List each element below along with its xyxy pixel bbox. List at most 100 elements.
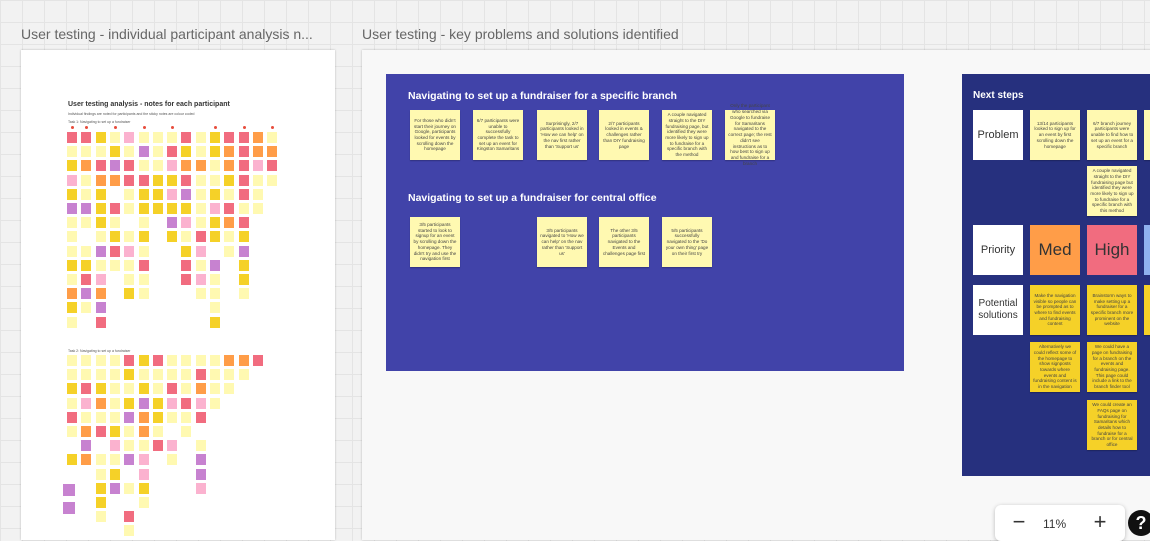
participant-sticky[interactable] — [124, 146, 135, 158]
participant-sticky[interactable] — [181, 245, 192, 257]
participant-sticky[interactable] — [252, 132, 263, 143]
participant-sticky[interactable] — [238, 245, 249, 257]
participant-sticky[interactable] — [138, 231, 149, 243]
participant-sticky[interactable] — [152, 203, 163, 214]
participant-sticky[interactable] — [138, 454, 149, 466]
participant-sticky[interactable] — [95, 397, 106, 409]
participant-sticky[interactable] — [152, 383, 163, 395]
participant-sticky[interactable] — [224, 231, 235, 243]
participant-sticky[interactable] — [124, 397, 135, 409]
participant-sticky[interactable] — [152, 174, 163, 186]
participant-sticky[interactable] — [95, 188, 106, 200]
participant-sticky[interactable] — [63, 502, 75, 514]
participant-sticky[interactable] — [95, 231, 106, 243]
participant-sticky[interactable] — [195, 440, 206, 452]
participant-sticky[interactable] — [152, 426, 163, 437]
participant-sticky[interactable] — [167, 174, 178, 186]
participant-analysis-frame[interactable]: User testing analysis - notes for each p… — [21, 50, 335, 540]
participant-sticky[interactable] — [109, 454, 120, 466]
central-note-2[interactable]: 3/5 participants navigated to 'How we ca… — [537, 217, 587, 267]
participant-sticky[interactable] — [138, 288, 149, 300]
priority-note-partial[interactable] — [1144, 225, 1150, 275]
participant-sticky[interactable] — [152, 160, 163, 172]
participant-sticky[interactable] — [67, 160, 77, 172]
participant-sticky[interactable] — [181, 274, 192, 285]
participant-sticky[interactable] — [181, 426, 192, 437]
participant-sticky[interactable] — [210, 132, 220, 143]
participant-sticky[interactable] — [210, 174, 220, 186]
participant-sticky[interactable] — [195, 397, 206, 409]
participant-sticky[interactable] — [95, 511, 106, 523]
participant-sticky[interactable] — [252, 146, 263, 158]
participant-sticky[interactable] — [95, 259, 106, 271]
participant-sticky[interactable] — [95, 288, 106, 300]
branch-note-4[interactable]: 2/7 participants looked in events & chal… — [599, 110, 649, 160]
participant-sticky[interactable] — [224, 383, 235, 395]
participant-sticky[interactable] — [67, 426, 77, 437]
participant-sticky[interactable] — [138, 426, 149, 437]
participant-sticky[interactable] — [210, 146, 220, 158]
participant-sticky[interactable] — [210, 188, 220, 200]
participant-sticky[interactable] — [195, 188, 206, 200]
help-icon[interactable]: ? — [1128, 510, 1150, 536]
participant-sticky[interactable] — [109, 259, 120, 271]
priority-high-note[interactable]: High — [1087, 225, 1137, 275]
participant-sticky[interactable] — [67, 274, 77, 285]
participant-sticky[interactable] — [124, 188, 135, 200]
participant-sticky[interactable] — [238, 160, 249, 172]
participant-sticky[interactable] — [224, 160, 235, 172]
problem-note-2[interactable]: 6/7 branch journey participants were una… — [1087, 110, 1137, 160]
participant-sticky[interactable] — [181, 369, 192, 381]
participant-sticky[interactable] — [95, 426, 106, 437]
participant-sticky[interactable] — [67, 411, 77, 423]
participant-sticky[interactable] — [81, 174, 92, 186]
branch-note-2[interactable]: 6/7 participants were unable to successf… — [473, 110, 523, 160]
participant-sticky[interactable] — [195, 245, 206, 257]
participant-sticky[interactable] — [81, 426, 92, 437]
participant-sticky[interactable] — [181, 174, 192, 186]
participant-sticky[interactable] — [181, 146, 192, 158]
participant-sticky[interactable] — [152, 411, 163, 423]
participant-sticky[interactable] — [167, 188, 178, 200]
branch-note-1[interactable]: For those who didn't start their journey… — [410, 110, 460, 160]
participant-sticky[interactable] — [167, 146, 178, 158]
zoom-level[interactable]: 11% — [1043, 517, 1067, 531]
participant-sticky[interactable] — [138, 188, 149, 200]
participant-sticky[interactable] — [138, 146, 149, 158]
participant-sticky[interactable] — [238, 274, 249, 285]
participant-sticky[interactable] — [95, 302, 106, 314]
participant-sticky[interactable] — [124, 174, 135, 186]
participant-sticky[interactable] — [181, 231, 192, 243]
participant-sticky[interactable] — [109, 482, 120, 494]
participant-sticky[interactable] — [109, 426, 120, 437]
solution-note-2[interactable]: Brainstorm ways to make setting up a fun… — [1087, 285, 1137, 335]
participant-sticky[interactable] — [109, 174, 120, 186]
participant-sticky[interactable] — [138, 383, 149, 395]
participant-sticky[interactable] — [152, 369, 163, 381]
participant-sticky[interactable] — [210, 397, 220, 409]
participant-sticky[interactable] — [109, 383, 120, 395]
participant-sticky[interactable] — [124, 274, 135, 285]
next-steps-board[interactable]: Next steps Problem 13/14 participants lo… — [962, 74, 1150, 476]
solution-note-partial[interactable] — [1144, 285, 1150, 335]
participant-sticky[interactable] — [81, 217, 92, 229]
participant-sticky[interactable] — [152, 146, 163, 158]
participant-sticky[interactable] — [124, 411, 135, 423]
participant-sticky[interactable] — [124, 440, 135, 452]
participant-sticky[interactable] — [195, 217, 206, 229]
problem-note-3-partial[interactable] — [1144, 110, 1150, 160]
participant-sticky[interactable] — [181, 383, 192, 395]
participant-sticky[interactable] — [67, 355, 77, 366]
participant-sticky[interactable] — [67, 259, 77, 271]
participant-sticky[interactable] — [167, 383, 178, 395]
participant-sticky[interactable] — [124, 454, 135, 466]
participant-sticky[interactable] — [210, 369, 220, 381]
solution-note-5[interactable]: We could create an FAQs page on fundrais… — [1087, 400, 1137, 450]
participant-sticky[interactable] — [67, 146, 77, 158]
participant-sticky[interactable] — [124, 245, 135, 257]
participant-sticky[interactable] — [238, 231, 249, 243]
participant-sticky[interactable] — [167, 411, 178, 423]
participant-sticky[interactable] — [238, 203, 249, 214]
participant-sticky[interactable] — [210, 217, 220, 229]
participant-sticky[interactable] — [167, 369, 178, 381]
